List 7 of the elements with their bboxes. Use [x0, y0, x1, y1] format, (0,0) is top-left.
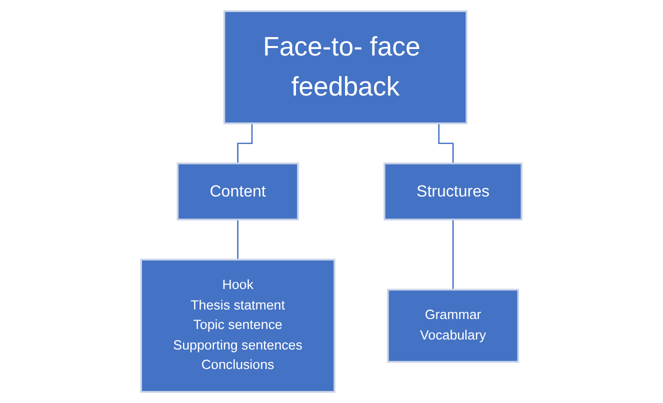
connector — [237, 218, 239, 260]
connector — [452, 218, 454, 290]
node-box: Structures — [384, 162, 523, 220]
node-box: Hook Thesis statment Topic sentence Supporting sentences Conclusions — [140, 258, 336, 393]
node-box: Content — [176, 162, 299, 220]
node-box: Grammar Vocabulary — [387, 288, 520, 363]
node-box: Face-to- face feedback — [224, 10, 468, 124]
